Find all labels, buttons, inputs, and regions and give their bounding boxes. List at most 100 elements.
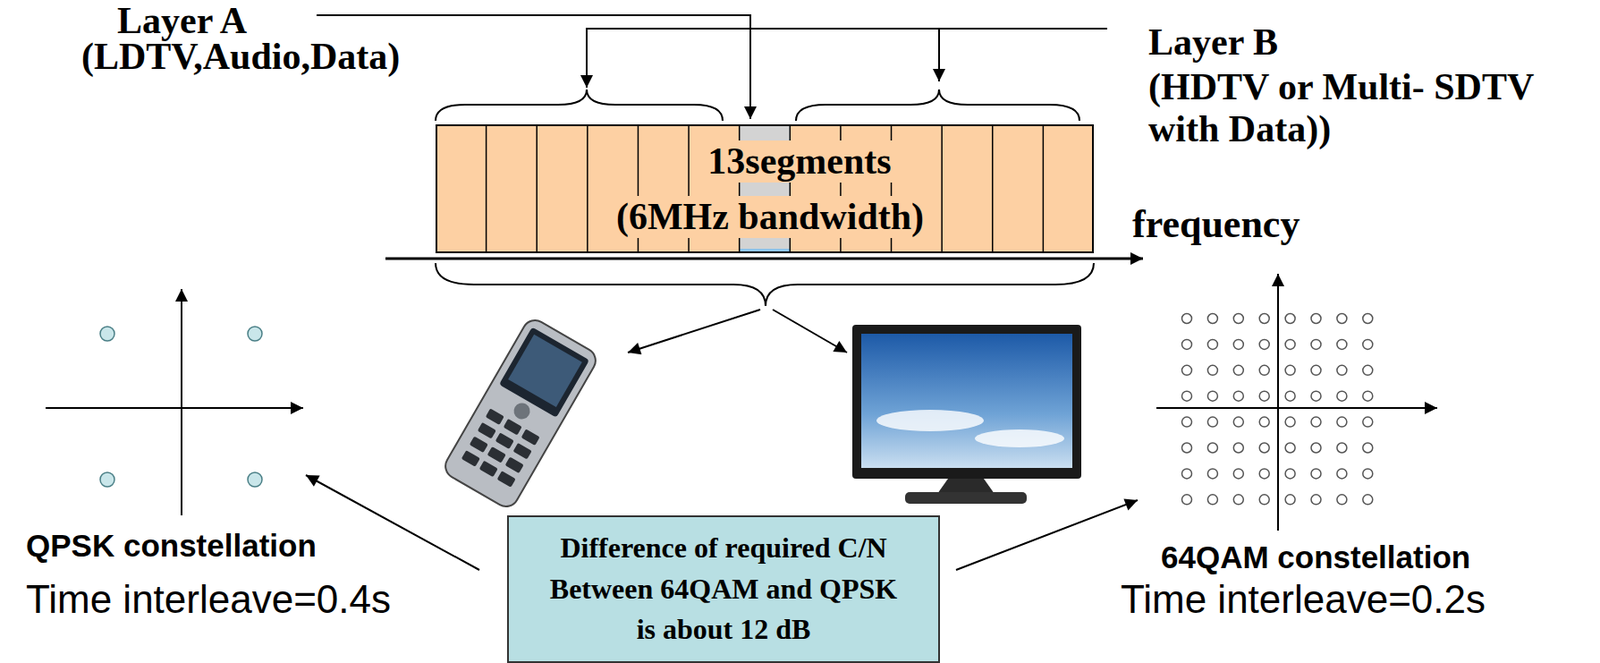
tv-frame — [852, 324, 1082, 479]
constellation-point — [1233, 338, 1244, 349]
note-text: Difference of required C/N Between 64QAM… — [543, 527, 905, 650]
constellation-point — [1311, 338, 1321, 349]
constellation-point — [247, 326, 263, 341]
constellation-point — [1182, 416, 1193, 427]
constellation-point — [1259, 442, 1270, 453]
constellation-point — [1285, 364, 1296, 375]
constellation-point — [100, 326, 115, 341]
layer-content: (HDTV or Multi- SDTV with Data)) — [1148, 66, 1574, 151]
qam-points — [1182, 313, 1373, 505]
constellation-point — [1207, 442, 1218, 453]
constellation-point — [1207, 390, 1218, 401]
qpsk-points — [100, 326, 263, 487]
constellation-point — [1362, 313, 1373, 324]
segment-divider — [535, 124, 538, 254]
constellation-point — [1285, 416, 1296, 427]
axis — [180, 288, 183, 516]
constellation-point — [1285, 338, 1296, 349]
constellation-point — [1311, 416, 1321, 427]
constellation-point — [1233, 416, 1244, 427]
arrow-line — [772, 309, 847, 353]
constellation-point — [1182, 313, 1193, 324]
constellation-point — [1285, 494, 1296, 505]
constellation-point — [1337, 338, 1347, 349]
constellation-point — [1337, 494, 1347, 505]
arrow-line — [627, 309, 761, 353]
constellation-point — [1337, 416, 1347, 427]
axis — [1156, 406, 1438, 409]
constellation-point — [1259, 494, 1270, 505]
constellation-point — [1233, 364, 1244, 375]
constellation-point — [1362, 338, 1373, 349]
brace — [435, 89, 723, 121]
layer-title: Layer A — [117, 0, 247, 43]
constellation-point — [1362, 468, 1373, 479]
constellation-point — [1233, 313, 1244, 324]
constellation-point — [100, 472, 115, 487]
constellation-label: QPSK constellation — [25, 527, 317, 563]
segment-divider — [586, 124, 589, 254]
segment-divider — [1042, 124, 1045, 254]
constellation-point — [1311, 313, 1321, 324]
constellation-point — [1285, 390, 1296, 401]
interleave-label: Time interleave=0.2s — [1120, 576, 1486, 621]
axis-label: frequency — [1132, 202, 1300, 246]
constellation-point — [1207, 468, 1218, 479]
constellation-point — [1362, 416, 1373, 427]
band-border — [436, 125, 1093, 253]
constellation-point — [1259, 468, 1270, 479]
phone-display — [507, 334, 583, 407]
arrow-line — [305, 474, 480, 570]
constellation-point — [1182, 442, 1193, 453]
constellation-point — [1182, 390, 1193, 401]
brace — [435, 262, 1094, 306]
constellation-label: 64QAM constellation — [1160, 539, 1471, 575]
constellation-point — [1259, 313, 1270, 324]
segment-divider — [485, 124, 488, 254]
constellation-point — [1233, 442, 1244, 453]
constellation-point — [1362, 390, 1373, 401]
constellation-point — [1207, 494, 1218, 505]
constellation-point — [1311, 494, 1321, 505]
constellation-point — [1207, 364, 1218, 375]
leader-line — [586, 28, 1108, 88]
phone-button — [510, 399, 534, 423]
brace — [795, 89, 1080, 121]
constellation-point — [1285, 468, 1296, 479]
phone-screen — [499, 327, 590, 418]
axis — [45, 406, 304, 409]
layer-title: Layer B — [1148, 21, 1279, 64]
phone-keypad — [461, 407, 541, 487]
interleave-label: Time interleave=0.4s — [25, 576, 391, 621]
constellation-point — [1233, 390, 1244, 401]
constellation-point — [1285, 442, 1296, 453]
constellation-point — [1285, 313, 1296, 324]
constellation-point — [1182, 338, 1193, 349]
segment-divider — [991, 124, 994, 254]
axis — [1277, 273, 1279, 531]
constellation-point — [1207, 416, 1218, 427]
phone-illustration — [440, 315, 601, 511]
segment-divider — [940, 124, 943, 254]
constellation-point — [1182, 494, 1193, 505]
constellation-point — [1362, 494, 1373, 505]
note-box: Difference of required C/N Between 64QAM… — [507, 515, 940, 663]
constellation-point — [1311, 442, 1321, 453]
constellation-point — [1362, 364, 1373, 375]
band-text: 13segments — [703, 140, 895, 183]
arrow-line — [956, 499, 1138, 570]
phone-body — [440, 315, 601, 511]
constellation-point — [247, 472, 263, 487]
band-text: (6MHz bandwidth) — [612, 195, 928, 238]
constellation-point — [1311, 468, 1321, 479]
constellation-point — [1207, 338, 1218, 349]
layer-content: (LDTV,Audio,Data) — [81, 35, 400, 78]
constellation-point — [1337, 364, 1347, 375]
constellation-point — [1259, 390, 1270, 401]
constellation-point — [1259, 364, 1270, 375]
constellation-point — [1311, 364, 1321, 375]
constellation-point — [1233, 494, 1244, 505]
leader-line — [938, 28, 940, 82]
segment-band: 13segments (6MHz bandwidth) — [435, 124, 1094, 254]
constellation-point — [1207, 313, 1218, 324]
